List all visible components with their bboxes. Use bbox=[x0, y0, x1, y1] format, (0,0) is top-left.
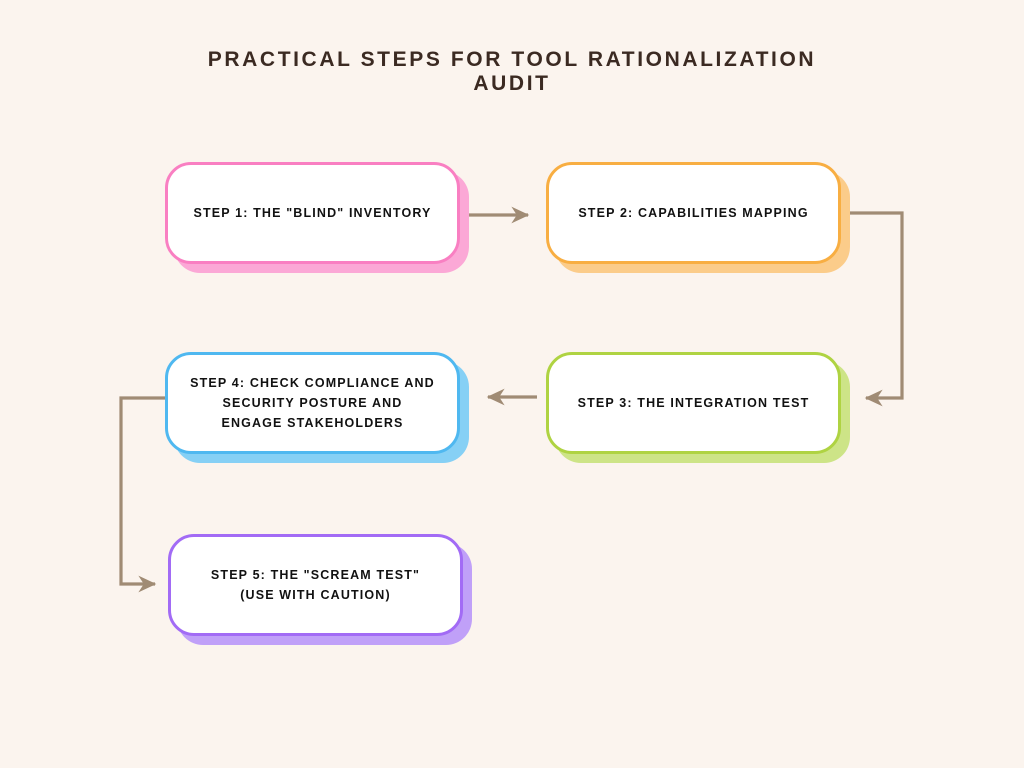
node-label: STEP 3: THE INTEGRATION TEST bbox=[577, 395, 810, 410]
node-card[interactable]: STEP 4: CHECK COMPLIANCE AND SECURITY PO… bbox=[165, 352, 460, 454]
node-label: STEP 4: CHECK COMPLIANCE AND SECURITY PO… bbox=[190, 375, 435, 431]
node-label: STEP 2: CAPABILITIES MAPPING bbox=[578, 205, 809, 220]
page-title: PRACTICAL STEPS FOR TOOL RATIONALIZATION… bbox=[207, 48, 817, 95]
node-label: STEP 1: THE "BLIND" INVENTORY bbox=[193, 205, 432, 220]
node-label: STEP 5: THE "SCREAM TEST" (USE WITH CAUT… bbox=[210, 567, 421, 602]
flow-node-step-2[interactable]: STEP 2: CAPABILITIES MAPPING bbox=[546, 162, 850, 273]
node-card[interactable]: STEP 2: CAPABILITIES MAPPING bbox=[546, 162, 841, 264]
flow-node-step-1[interactable]: STEP 1: THE "BLIND" INVENTORY bbox=[165, 162, 469, 273]
node-card[interactable]: STEP 3: THE INTEGRATION TEST bbox=[546, 352, 841, 454]
node-card[interactable]: STEP 1: THE "BLIND" INVENTORY bbox=[165, 162, 460, 264]
flow-node-step-5[interactable]: STEP 5: THE "SCREAM TEST" (USE WITH CAUT… bbox=[168, 534, 472, 645]
edge-step2-to-step3 bbox=[850, 211, 904, 407]
flow-node-step-3[interactable]: STEP 3: THE INTEGRATION TEST bbox=[546, 352, 850, 463]
node-card[interactable]: STEP 5: THE "SCREAM TEST" (USE WITH CAUT… bbox=[168, 534, 463, 636]
flow-node-step-4[interactable]: STEP 4: CHECK COMPLIANCE AND SECURITY PO… bbox=[165, 352, 469, 463]
